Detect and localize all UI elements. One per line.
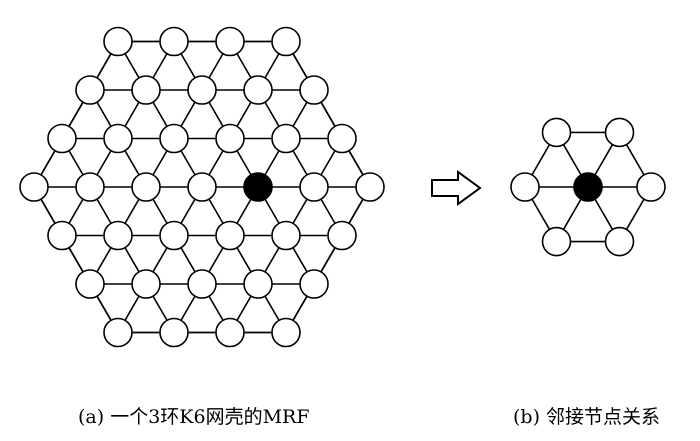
- hollow-right-arrow-icon: [431, 170, 482, 206]
- center-node: [243, 172, 273, 202]
- net-node: [75, 269, 105, 299]
- neighbor-node: [510, 172, 540, 202]
- neighbor-node: [541, 226, 572, 257]
- net-node: [187, 172, 217, 202]
- net-node: [243, 75, 273, 105]
- center-node: [573, 172, 603, 202]
- net-node: [159, 220, 189, 251]
- net-node: [75, 172, 105, 202]
- neighbor-node: [604, 117, 635, 148]
- net-node: [299, 269, 329, 299]
- net-node: [103, 317, 133, 348]
- net-node: [75, 75, 105, 105]
- net-nodes: [19, 26, 385, 348]
- net-node: [271, 26, 301, 57]
- net-node: [131, 75, 161, 105]
- net-node: [103, 220, 133, 251]
- net-node: [159, 123, 189, 154]
- net-node: [355, 172, 385, 202]
- net-node: [47, 220, 77, 251]
- net-node: [19, 172, 49, 202]
- net-node: [103, 123, 133, 154]
- neighbor-node: [541, 117, 572, 148]
- net-node: [103, 26, 133, 57]
- net-node: [271, 317, 301, 348]
- net-node: [187, 75, 217, 105]
- net-node: [215, 317, 245, 348]
- net-node: [47, 123, 77, 154]
- neighbor-node: [604, 226, 635, 257]
- net-node: [159, 317, 189, 348]
- net-node: [271, 220, 301, 251]
- caption-b: (b) 邻接节点关系: [513, 406, 661, 428]
- net-node: [215, 220, 245, 251]
- net-node: [327, 220, 357, 251]
- net-node: [243, 269, 273, 299]
- net-node: [215, 26, 245, 57]
- net-node: [299, 172, 329, 202]
- net-node: [159, 26, 189, 57]
- net-node: [271, 123, 301, 154]
- neighbor-nodes: [510, 117, 666, 257]
- net-node: [215, 123, 245, 154]
- caption-a: (a) 一个3环K6网壳的MRF: [78, 406, 310, 428]
- net-node: [299, 75, 329, 105]
- net-node: [327, 123, 357, 154]
- neighbor-node: [636, 172, 666, 202]
- net-node: [187, 269, 217, 299]
- net-node: [131, 269, 161, 299]
- net-node: [131, 172, 161, 202]
